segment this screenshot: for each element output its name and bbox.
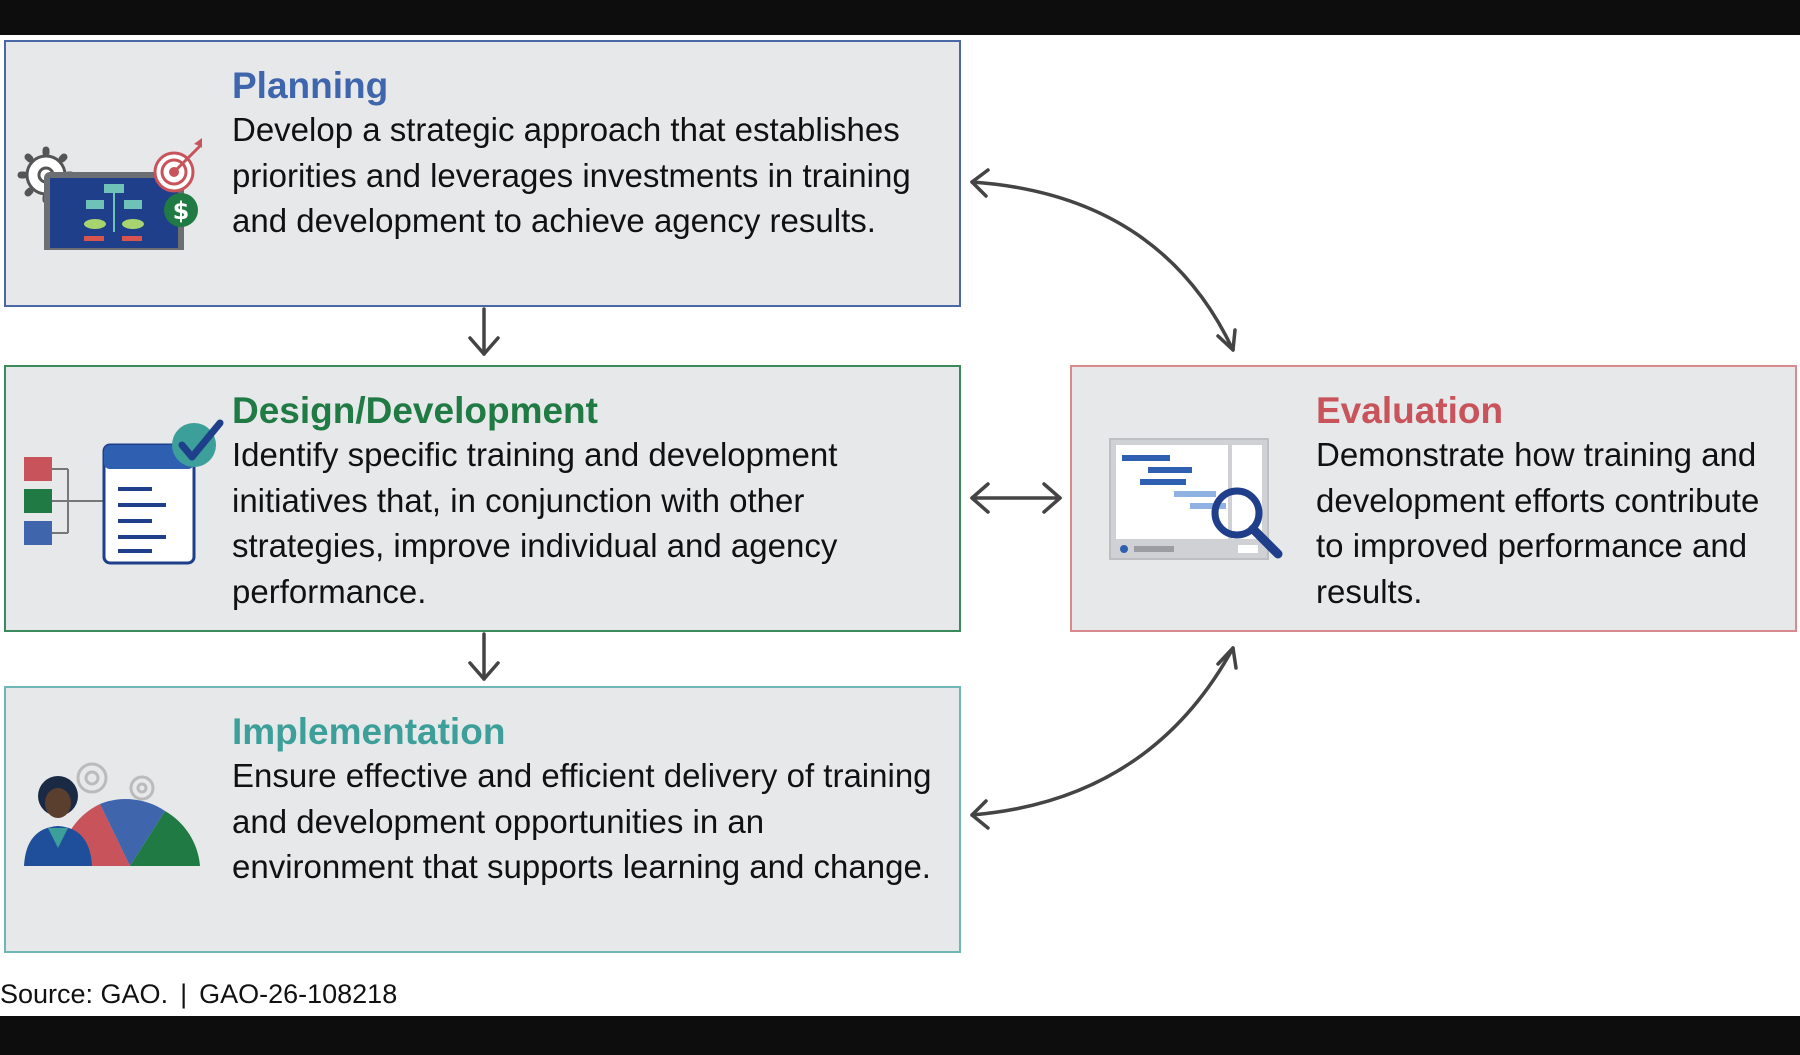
report-id: GAO-26-108218 xyxy=(199,979,398,1009)
arrow-planning-to-design xyxy=(468,307,500,356)
evaluation-box: Evaluation Demonstrate how training and … xyxy=(1070,365,1797,632)
design-development-box: Design/Development Identify specific tra… xyxy=(4,365,961,632)
evaluation-title: Evaluation xyxy=(1316,390,1504,431)
planning-title: Planning xyxy=(232,65,389,106)
planning-description: Develop a strategic approach that establ… xyxy=(232,111,911,239)
monitor-target-dollar-icon: $ xyxy=(17,138,202,250)
arrow-implementation-evaluation xyxy=(970,646,1238,830)
form-checkmark-icon xyxy=(24,419,224,565)
person-gears-chart-icon xyxy=(24,762,200,866)
bottom-letterbox-bar xyxy=(0,1016,1800,1055)
svg-text:$: $ xyxy=(173,197,190,225)
design-development-description: Identify specific training and developme… xyxy=(232,436,838,610)
design-development-title: Design/Development xyxy=(232,390,598,431)
arrow-design-evaluation xyxy=(970,482,1062,514)
evaluation-description: Demonstrate how training and development… xyxy=(1316,436,1760,610)
source-note: Source: GAO. | GAO-26-108218 xyxy=(0,979,397,1009)
arrow-design-to-implementation xyxy=(468,632,500,681)
planning-box: $ Planning Develop a strategic approach … xyxy=(4,40,961,307)
source-label: Source: GAO. xyxy=(0,979,169,1009)
implementation-box: Implementation Ensure effective and effi… xyxy=(4,686,961,953)
arrow-planning-evaluation xyxy=(970,168,1237,352)
top-letterbox-bar xyxy=(0,0,1800,35)
implementation-description: Ensure effective and efficient delivery … xyxy=(232,757,932,885)
source-separator: | xyxy=(180,979,188,1009)
report-magnifier-icon xyxy=(1109,438,1283,560)
implementation-title: Implementation xyxy=(232,711,506,752)
